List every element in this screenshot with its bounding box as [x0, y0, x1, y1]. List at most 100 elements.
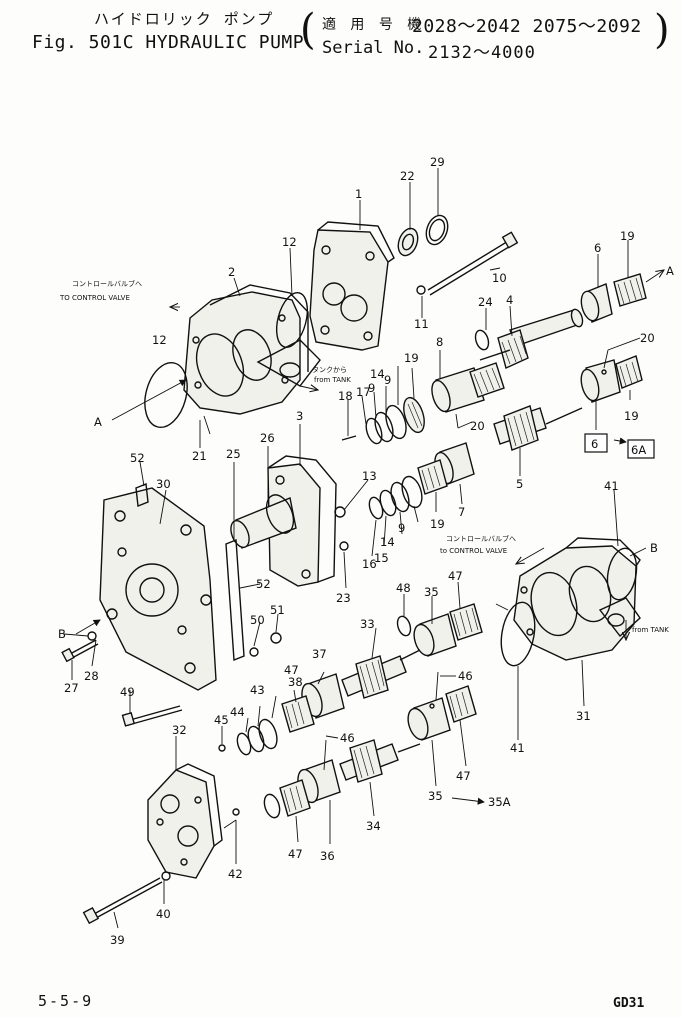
nut — [270, 632, 282, 644]
tank-note-en: from TANK — [314, 376, 351, 384]
pin — [232, 808, 240, 816]
front-pump-body — [183, 284, 321, 415]
part-label: 5 — [516, 477, 523, 491]
arrow-a-right-label: A — [666, 264, 674, 278]
seal-ring — [606, 547, 638, 601]
ref-box-6a — [627, 439, 655, 459]
part-label: 35 — [428, 789, 443, 803]
part-label: 18 — [338, 389, 353, 403]
needle-bearing — [469, 362, 505, 398]
rear-driven-gear — [339, 739, 421, 783]
part-label: 41 — [510, 741, 525, 755]
bolt — [61, 639, 99, 663]
serial-number-range: 2132～4000 — [428, 43, 536, 63]
bearing — [397, 227, 419, 257]
control-valve-note-en-right: to CONTROL VALVE — [440, 547, 507, 555]
part-label: 34 — [366, 819, 381, 833]
part-label: 42 — [228, 867, 243, 881]
part-label: 16 — [362, 557, 377, 571]
part-label: 8 — [436, 335, 443, 349]
tank-note-jp: タンクから — [312, 365, 347, 374]
part-label: 3 — [296, 409, 303, 423]
part-label: 45 — [214, 713, 229, 727]
direction-arrows — [75, 307, 626, 805]
part-label: 47 — [448, 569, 463, 583]
part-label: 25 — [226, 447, 241, 461]
plug — [334, 506, 346, 518]
ref-box-6a-label: 6A — [631, 443, 646, 457]
control-valve-note-jp-right: コントロールバルブへ — [446, 534, 516, 543]
part-label: 21 — [192, 449, 207, 463]
part-label: 46 — [340, 731, 355, 745]
nut — [339, 541, 349, 551]
applicability-bracket-close-icon: ) — [654, 7, 670, 53]
drawing-code: GD31 — [613, 996, 645, 1011]
rear-needle-bearing — [449, 603, 483, 641]
seal-set-upper — [365, 396, 425, 445]
part-label: 9 — [398, 521, 405, 535]
page-number: 5-5-9 — [38, 992, 94, 1010]
ref-35a-label: 35A — [488, 795, 511, 809]
part-label: 26 — [260, 431, 275, 445]
part-callouts: 1 2 3 4 5 6 7 8 9 9 9 10 11 12 12 13 14 … — [64, 155, 655, 947]
rear-lower-needle-bearing — [445, 685, 477, 723]
part-label: 4 — [506, 293, 513, 307]
rear-seal-set — [236, 718, 278, 756]
applicable-model-ranges: 2028～2042 2075～2092 — [412, 16, 642, 37]
part-label: 52 — [130, 451, 145, 465]
part-label: 20 — [640, 331, 655, 345]
rear-cover — [309, 221, 395, 351]
long-bolt — [427, 231, 519, 296]
washer — [249, 647, 259, 657]
part-label: 6 — [594, 241, 601, 255]
applicable-models-label: 適 用 号 機 — [322, 17, 425, 33]
washer — [87, 631, 97, 641]
figure-title: Fig. 501C HYDRAULIC PUMP — [32, 32, 305, 53]
part-label: 43 — [250, 683, 265, 697]
part-label: 47 — [284, 663, 299, 677]
part-label: 19 — [624, 409, 639, 423]
right-needle-bearing — [613, 273, 647, 307]
part-label: 30 — [156, 477, 171, 491]
part-label: 28 — [84, 669, 99, 683]
part-label: 27 — [64, 681, 79, 695]
part-label: 41 — [604, 479, 619, 493]
part-label: 33 — [360, 617, 375, 631]
part-label: 49 — [120, 685, 135, 699]
seal-ring — [144, 362, 188, 428]
ref-box-part-6 — [584, 433, 608, 453]
right-bushing — [580, 283, 613, 323]
lower-right-bushing — [580, 359, 621, 403]
part-label: 15 — [374, 551, 389, 565]
part-label: 51 — [270, 603, 285, 617]
tank-note-en-right: from TANK — [632, 626, 669, 634]
part-label: 19 — [430, 517, 445, 531]
part-label: 19 — [620, 229, 635, 243]
arrow-a-left-label: A — [94, 415, 102, 429]
part-label: 13 — [362, 469, 377, 483]
rear-drive-gear — [341, 649, 421, 699]
control-valve-note-en: TO CONTROL VALVE — [59, 294, 130, 302]
applicability-bracket-open-icon: ( — [300, 5, 316, 55]
part-label: 12 — [152, 333, 167, 347]
arrow-b-left-label: B — [58, 627, 66, 641]
rear-needle-bearing-upper — [281, 695, 315, 733]
leader-lines — [63, 168, 647, 929]
part-label: 36 — [320, 849, 335, 863]
part-label: 38 — [288, 675, 303, 689]
part-label: 9 — [384, 373, 391, 387]
part-label: 14 — [370, 367, 385, 381]
part-label: 7 — [458, 505, 465, 519]
drive-shaft-gear — [479, 308, 584, 369]
part-label: 17 — [356, 385, 371, 399]
part-label: 46 — [458, 669, 473, 683]
part-label: 40 — [156, 907, 171, 921]
part-label: 10 — [492, 271, 507, 285]
part-label: 48 — [396, 581, 411, 595]
gasket-plate — [135, 483, 245, 662]
control-valve-note-jp: コントロールバルブへ — [72, 279, 142, 288]
part-label: 32 — [172, 723, 187, 737]
pin — [218, 744, 226, 752]
mounting-bracket — [99, 487, 217, 691]
